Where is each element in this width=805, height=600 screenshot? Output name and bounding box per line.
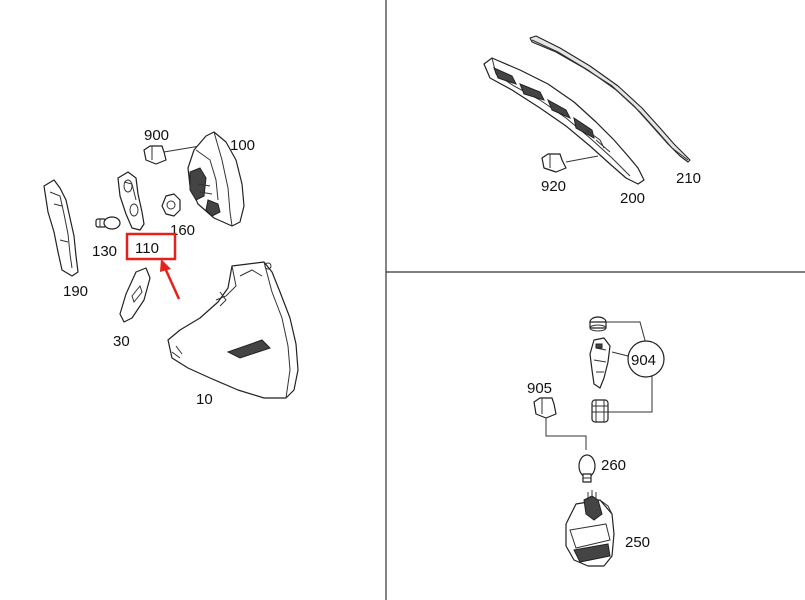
- part-190-bracket[interactable]: [43, 179, 79, 277]
- panel-dividers: [385, 0, 805, 600]
- part-labels: 10 30 100 110 130 160 190 200 210 250 26…: [63, 127, 701, 551]
- label-920: 920: [541, 178, 566, 195]
- highlight-arrow-shaft: [163, 267, 181, 300]
- label-905: 905: [527, 380, 552, 397]
- label-250: 250: [625, 534, 650, 551]
- part-920-connector[interactable]: [541, 153, 599, 173]
- part-10-housing-cover[interactable]: [167, 261, 299, 399]
- label-160: 160: [170, 222, 195, 239]
- highlight-arrow-head: [160, 259, 171, 272]
- highlight-box: [125, 232, 177, 261]
- label-110[interactable]: 110: [135, 240, 159, 257]
- label-904: 904: [631, 352, 656, 369]
- highlight-110: [125, 232, 181, 300]
- part-130-bulb[interactable]: [95, 216, 121, 230]
- part-904-socket-parts[interactable]: [589, 316, 665, 423]
- callout-904-circle: [627, 340, 665, 378]
- label-200: 200: [620, 190, 645, 207]
- part-100-lamp-assembly[interactable]: [187, 131, 245, 227]
- part-210-trim-strip[interactable]: [529, 35, 691, 163]
- label-900: 900: [144, 127, 169, 144]
- part-30-gasket[interactable]: [119, 267, 151, 323]
- part-250-lamp-unit[interactable]: [565, 490, 615, 567]
- label-260: 260: [601, 457, 626, 474]
- label-130: 130: [92, 243, 117, 260]
- label-10: 10: [196, 391, 213, 408]
- label-30: 30: [113, 333, 130, 350]
- label-210: 210: [676, 170, 701, 187]
- part-905-connector[interactable]: [533, 397, 587, 450]
- label-190: 190: [63, 283, 88, 300]
- part-200-lamp-strip[interactable]: [483, 57, 645, 185]
- part-110-housing[interactable]: [117, 171, 145, 231]
- part-260-bulb[interactable]: [578, 454, 596, 483]
- part-160-grommet[interactable]: [161, 193, 181, 217]
- part-900-connector[interactable]: [143, 145, 201, 165]
- label-100: 100: [230, 137, 255, 154]
